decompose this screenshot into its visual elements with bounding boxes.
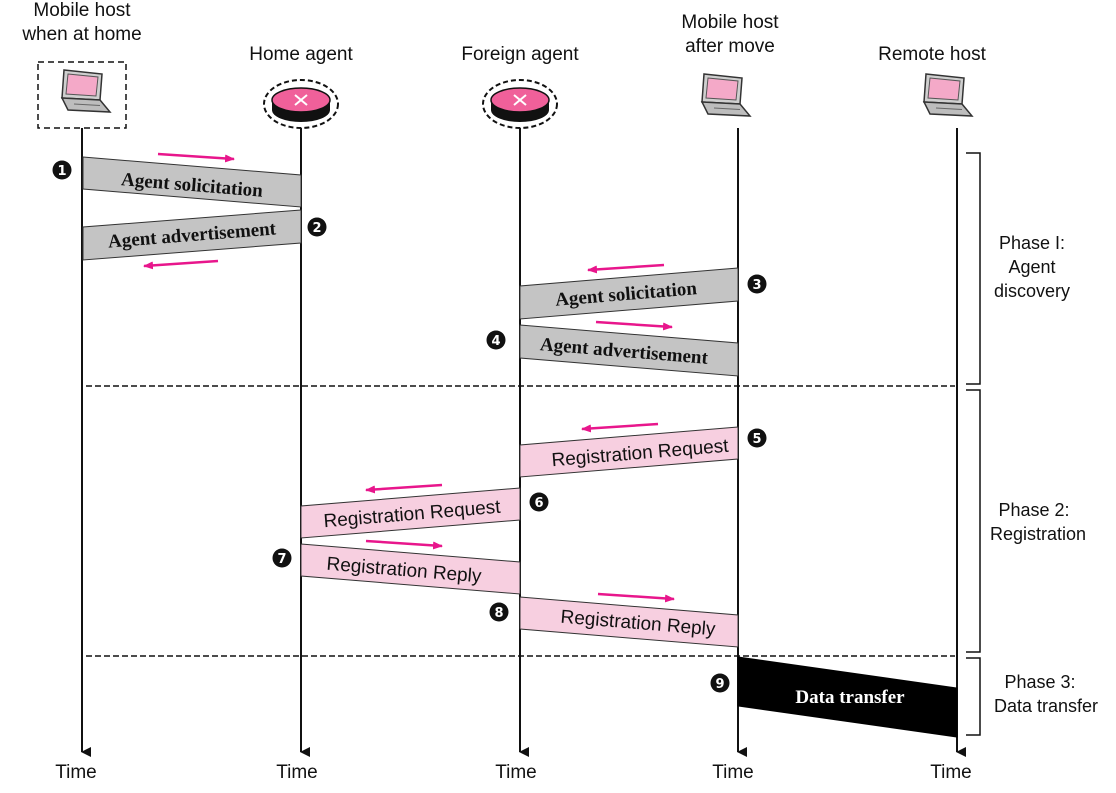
svg-text:Data transfer: Data transfer bbox=[795, 687, 905, 708]
step-marker-7: 7 bbox=[272, 548, 292, 568]
svg-text:discovery: discovery bbox=[994, 281, 1070, 301]
entity-label-remote-host: Remote host bbox=[878, 44, 986, 65]
message-registration-request: Registration Request bbox=[519, 422, 739, 478]
phase-bracket bbox=[966, 152, 981, 385]
step-marker-9: 9 bbox=[710, 673, 730, 693]
svg-text:Mobile host: Mobile host bbox=[33, 0, 131, 21]
svg-text:Foreign agent: Foreign agent bbox=[461, 44, 579, 65]
laptop-icon bbox=[60, 69, 112, 113]
direction-arrow bbox=[581, 422, 659, 433]
message-registration-reply: Registration Reply bbox=[300, 539, 521, 595]
step-marker-8: 8 bbox=[489, 602, 509, 622]
direction-arrow bbox=[587, 263, 665, 274]
svg-text:6: 6 bbox=[534, 496, 543, 511]
direction-arrow bbox=[595, 320, 673, 331]
svg-text:8: 8 bbox=[494, 606, 503, 621]
svg-text:after move: after move bbox=[685, 36, 775, 57]
message-registration-reply: Registration Reply bbox=[519, 592, 739, 648]
phase-label-1: Phase I: Agent discovery bbox=[994, 233, 1070, 301]
svg-text:Phase 3:: Phase 3: bbox=[1004, 672, 1075, 692]
message-data-transfer: Data transfer bbox=[737, 656, 958, 738]
message-agent-advertisement: Agent advertisement bbox=[519, 320, 739, 377]
message-agent-solicitation: Agent solicitation bbox=[82, 152, 302, 208]
svg-text:3: 3 bbox=[752, 278, 761, 293]
step-marker-6: 6 bbox=[529, 492, 549, 512]
time-label: Time bbox=[712, 762, 754, 783]
phase-bracket bbox=[966, 657, 981, 736]
phase-bracket bbox=[966, 389, 981, 653]
phase-label-3: Phase 3: Data transfer bbox=[994, 672, 1098, 716]
step-marker-1: 1 bbox=[52, 160, 72, 180]
laptop-icon bbox=[922, 73, 974, 117]
svg-text:5: 5 bbox=[752, 432, 761, 447]
svg-text:Registration: Registration bbox=[990, 524, 1086, 544]
entity-label-foreign-agent: Foreign agent bbox=[461, 44, 579, 65]
direction-arrow bbox=[157, 152, 235, 163]
direction-arrow bbox=[365, 539, 443, 550]
svg-text:2: 2 bbox=[312, 221, 321, 236]
svg-text:Phase I:: Phase I: bbox=[999, 233, 1065, 253]
direction-arrow bbox=[365, 483, 443, 494]
step-marker-5: 5 bbox=[747, 428, 767, 448]
entity-label-home-agent: Home agent bbox=[249, 44, 353, 65]
svg-text:Home agent: Home agent bbox=[249, 44, 353, 65]
step-marker-2: 2 bbox=[307, 217, 327, 237]
svg-text:9: 9 bbox=[715, 677, 724, 692]
svg-text:4: 4 bbox=[491, 334, 500, 349]
phase-label-2: Phase 2: Registration bbox=[990, 500, 1086, 544]
time-label: Time bbox=[495, 762, 537, 783]
home-dashed-box bbox=[37, 61, 127, 129]
svg-text:1: 1 bbox=[57, 164, 66, 179]
svg-text:Data transfer: Data transfer bbox=[994, 696, 1098, 716]
time-label: Time bbox=[276, 762, 318, 783]
svg-text:when at home: when at home bbox=[21, 24, 141, 45]
direction-arrow bbox=[143, 259, 219, 270]
entity-label-mobile-host-after: Mobile host after move bbox=[681, 12, 779, 57]
router-icon bbox=[263, 79, 339, 129]
direction-arrow bbox=[597, 592, 675, 603]
svg-text:Remote host: Remote host bbox=[878, 44, 986, 65]
time-label: Time bbox=[930, 762, 972, 783]
laptop-icon bbox=[700, 73, 752, 117]
entity-label-mobile-host-home: Mobile host when at home bbox=[21, 0, 141, 45]
svg-text:Mobile host: Mobile host bbox=[681, 12, 779, 33]
step-marker-4: 4 bbox=[486, 330, 506, 350]
time-label: Time bbox=[55, 762, 97, 783]
svg-text:Agent: Agent bbox=[1008, 257, 1055, 277]
message-agent-solicitation: Agent solicitation bbox=[519, 263, 739, 320]
message-agent-advertisement: Agent advertisement bbox=[82, 209, 302, 270]
message-registration-request: Registration Request bbox=[300, 483, 521, 539]
svg-text:Phase 2:: Phase 2: bbox=[998, 500, 1069, 520]
svg-text:7: 7 bbox=[277, 552, 286, 567]
router-icon bbox=[482, 79, 558, 129]
step-marker-3: 3 bbox=[747, 274, 767, 294]
